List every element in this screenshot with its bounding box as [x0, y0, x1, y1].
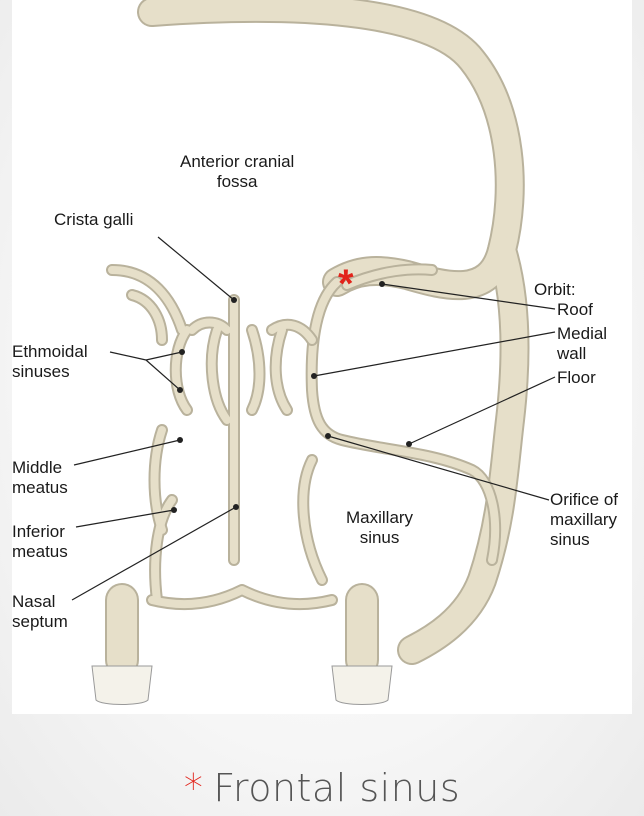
label-medial-wall: Medial wall [557, 324, 608, 363]
slide-caption: *Frontal sinus [0, 766, 644, 810]
label-orbit: Orbit: [534, 280, 576, 299]
label-orifice-of-maxillary-sinus: Orifice of maxillary sinus [550, 490, 619, 549]
label-floor: Floor [557, 368, 596, 387]
leader-lines [71, 236, 556, 601]
label-anterior-cranial-fossa: Anterior cranial fossa [180, 152, 295, 191]
frontal-bone [137, 0, 530, 665]
alveolar-process [105, 583, 379, 677]
ethmoid-bone [106, 264, 338, 611]
frontal-section-diagram: * Anterior cranial fossa Crista galli Et… [12, 0, 632, 714]
tooth-right [331, 665, 393, 705]
caption-marker: * [183, 766, 204, 810]
caption-text: Frontal sinus [213, 766, 461, 810]
label-middle-meatus: Middle meatus [12, 458, 68, 497]
label-inferior-meatus: Inferior meatus [12, 522, 68, 561]
skull-coronal-section-drawing [71, 0, 556, 705]
frontal-sinus-marker: * [338, 262, 354, 306]
label-maxillary-sinus: Maxillary sinus [346, 508, 414, 547]
label-crista-galli: Crista galli [54, 210, 134, 229]
label-ethmoidal-sinuses: Ethmoidal sinuses [12, 342, 88, 381]
label-nasal-septum: Nasal septum [12, 592, 68, 631]
label-roof: Roof [557, 300, 593, 319]
tooth-left [91, 665, 153, 705]
